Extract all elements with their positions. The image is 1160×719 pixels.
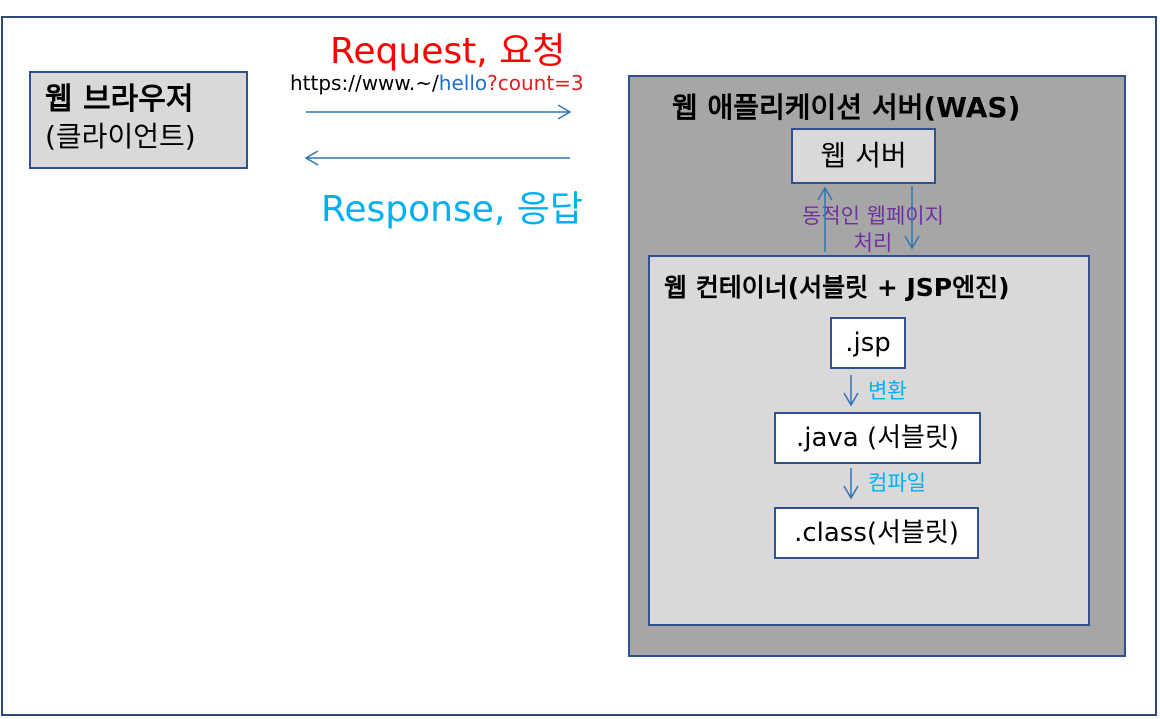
- request-url: https://www.~/hello?count=3: [290, 71, 584, 95]
- response-label: Response, 응답: [321, 189, 584, 230]
- url-path: hello: [438, 71, 488, 95]
- compile-label: 컴파일: [868, 471, 926, 495]
- dynamic-line-1: 동적인 웹페이지: [802, 204, 944, 228]
- convert-label: 변환: [868, 379, 907, 403]
- url-query: ?count=3: [487, 71, 584, 95]
- browser-subtitle: (클라이언트): [45, 120, 196, 153]
- dynamic-line-2: 처리: [853, 231, 893, 255]
- web-server-box: 웹 서버: [791, 128, 936, 184]
- request-label: Request, 요청: [330, 31, 566, 72]
- dynamic-processing-label: 동적인 웹페이지 처리: [784, 203, 962, 257]
- class-file-box: .class(서블릿): [774, 507, 979, 559]
- jsp-file-box: .jsp: [830, 317, 906, 369]
- was-title: 웹 애플리케이션 서버(WAS): [672, 91, 1021, 124]
- browser-title: 웹 브라우저: [45, 82, 194, 117]
- web-browser-box: 웹 브라우저 (클라이언트): [29, 71, 248, 169]
- java-file-box: .java (서블릿): [774, 412, 981, 464]
- url-prefix: https://www.~/: [290, 71, 439, 95]
- web-container-title: 웹 컨테이너(서블릿 + JSP엔진): [664, 273, 1010, 302]
